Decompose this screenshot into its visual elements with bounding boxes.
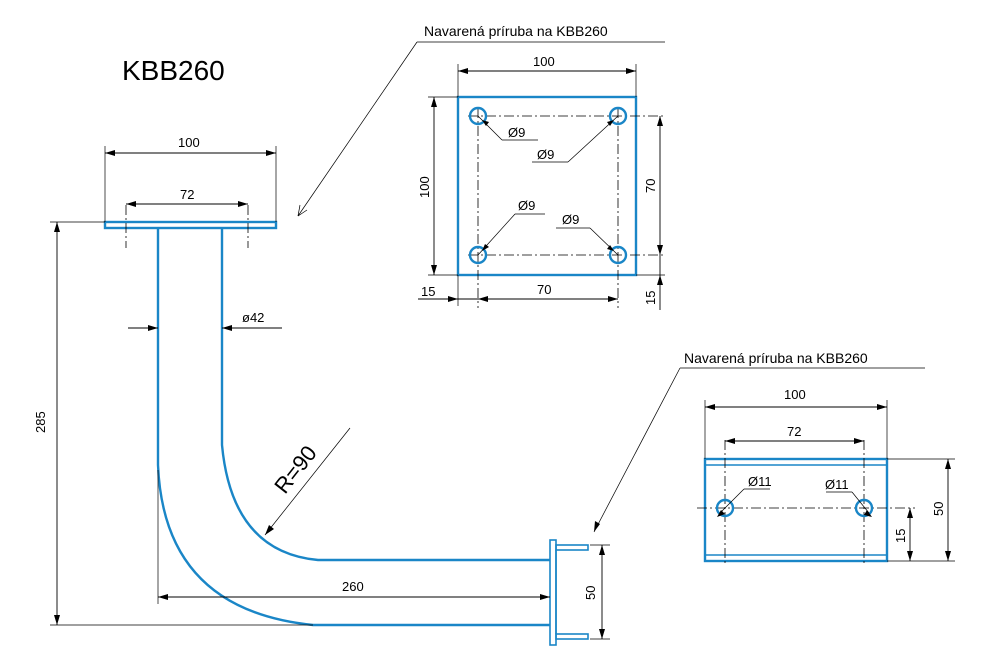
dim-length: 260	[342, 579, 364, 594]
side-plate-hole-spacing: 72	[787, 424, 801, 439]
top-plate-hole	[468, 106, 488, 126]
side-plate-hole	[715, 498, 735, 518]
top-plate-hole	[468, 245, 488, 265]
top-plate-hole-label: Ø9	[518, 198, 535, 213]
top-plate-hole	[608, 245, 628, 265]
top-plate-outline	[456, 95, 638, 277]
bracket-top-flange	[103, 220, 278, 230]
side-plate-hole-label: Ø11	[748, 474, 772, 489]
dim-bend-radius: R=90	[269, 441, 321, 498]
top-plate-edge-offset-y: 15	[643, 291, 658, 305]
top-plate-hole	[608, 106, 628, 126]
top-plate-view: Ø9 Ø9 Ø9 Ø9 100 100 70 70	[417, 54, 665, 310]
side-plate-hole-offset: 15	[893, 529, 908, 543]
callout-side-flange: Navarená príruba na KBB260	[593, 350, 925, 533]
drawing-title: KBB260	[122, 55, 225, 86]
dim-pipe-diameter: ø42	[242, 310, 264, 325]
dim-flange-width: 100	[178, 135, 200, 150]
side-plate-outline	[703, 457, 889, 563]
top-plate-hole-spacing-y: 70	[643, 179, 658, 193]
dim-height: 285	[33, 411, 48, 433]
side-plate-hole	[854, 498, 874, 518]
top-plate-width: 100	[533, 54, 555, 69]
top-plate-height: 100	[417, 176, 432, 198]
side-plate-width: 100	[784, 387, 806, 402]
side-plate-height: 50	[931, 502, 946, 516]
top-plate-hole-label: Ø9	[562, 212, 579, 227]
top-plate-hole-spacing-x: 70	[537, 282, 551, 297]
callout-top-flange: Navarená príruba na KBB260	[297, 23, 665, 217]
bracket-pipe-outer	[156, 228, 550, 627]
top-plate-edge-offset-x: 15	[421, 284, 435, 299]
callout-side-flange-label: Navarená príruba na KBB260	[684, 350, 868, 366]
callout-top-flange-label: Navarená príruba na KBB260	[424, 23, 608, 39]
bracket-pipe-inner	[220, 228, 550, 562]
dim-end-flange-height: 50	[583, 586, 598, 600]
top-plate-hole-label: Ø9	[508, 125, 525, 140]
side-plate-view: Ø11 Ø11 100 72 50 15	[697, 387, 955, 565]
dim-hole-spacing: 72	[180, 187, 194, 202]
top-plate-hole-label: Ø9	[537, 147, 554, 162]
side-plate-hole-label: Ø11	[825, 477, 849, 492]
